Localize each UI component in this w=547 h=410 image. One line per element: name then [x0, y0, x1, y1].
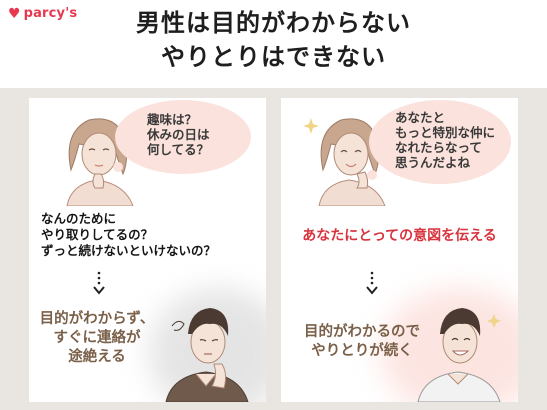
smiling-woman-illustration [303, 118, 386, 206]
question-line: なんのために [41, 211, 117, 226]
question-line: ずっと続けないといけないの？ [41, 243, 217, 258]
bubble-line: 何してる？ [147, 142, 210, 157]
man-question: なんのために やり取りしてるの？ ずっと続けないといけないの？ [41, 211, 216, 259]
result-line: 目的がわかるので [304, 324, 420, 340]
page-title: 男性は目的がわからない やりとりはできない [0, 6, 547, 74]
question-line: やり取りしてるの？ [41, 227, 154, 242]
bubble-line: あなたと [395, 110, 446, 125]
bubble-line: 趣味は？ [147, 112, 198, 127]
bubble-text: 趣味は？ 休みの日は 何してる？ [147, 112, 210, 157]
speech-bubble [369, 100, 511, 184]
result-line: やりとりが続く [311, 343, 413, 359]
brand-logo[interactable]: ♥ parcy's [8, 6, 77, 21]
woman-illustration [66, 118, 134, 206]
logo-text: parcy's [23, 6, 78, 21]
speech-bubble [115, 100, 251, 174]
header: ♥ parcy's 男性は目的がわからない やりとりはできない [0, 0, 547, 88]
bad-result: 目的がわからず、 すぐに連絡が 途絶える [37, 310, 157, 367]
good-example-panel: あなたと もっと特別な仲に なれたらなって 思うんだよね あなたにとっての意図を… [281, 98, 518, 402]
bubble-tail [113, 162, 123, 172]
title-line-1: 男性は目的がわからない [136, 9, 411, 37]
heart-icon: ♥ [8, 5, 21, 22]
down-arrow-icon [93, 271, 105, 295]
bubble-line: 休みの日は [147, 127, 210, 142]
bubble-line: 思うんだよね [395, 155, 471, 170]
bubble-line: なれたらなって [395, 140, 482, 155]
bubble-line: もっと特別な仲に [395, 125, 496, 140]
result-line: 途絶える [68, 349, 126, 365]
happy-man-illustration [417, 308, 501, 402]
good-result: 目的がわかるので やりとりが続く [287, 323, 437, 361]
result-line: すぐに連絡が [53, 330, 141, 346]
bubble-text: あなたと もっと特別な仲に なれたらなって 思うんだよね [395, 110, 495, 170]
bad-example-panel: 趣味は？ 休みの日は 何してる？ なんのために やり取りしてるの？ ずっと続けな… [29, 98, 266, 402]
down-arrow-icon [366, 271, 378, 295]
title-line-2: やりとりはできない [161, 43, 386, 71]
intent-statement: あなたにとっての意図を伝える [302, 228, 497, 244]
result-line: 目的がわからず、 [39, 311, 155, 327]
bubble-tail [367, 170, 377, 180]
confused-man-illustration [165, 308, 249, 402]
